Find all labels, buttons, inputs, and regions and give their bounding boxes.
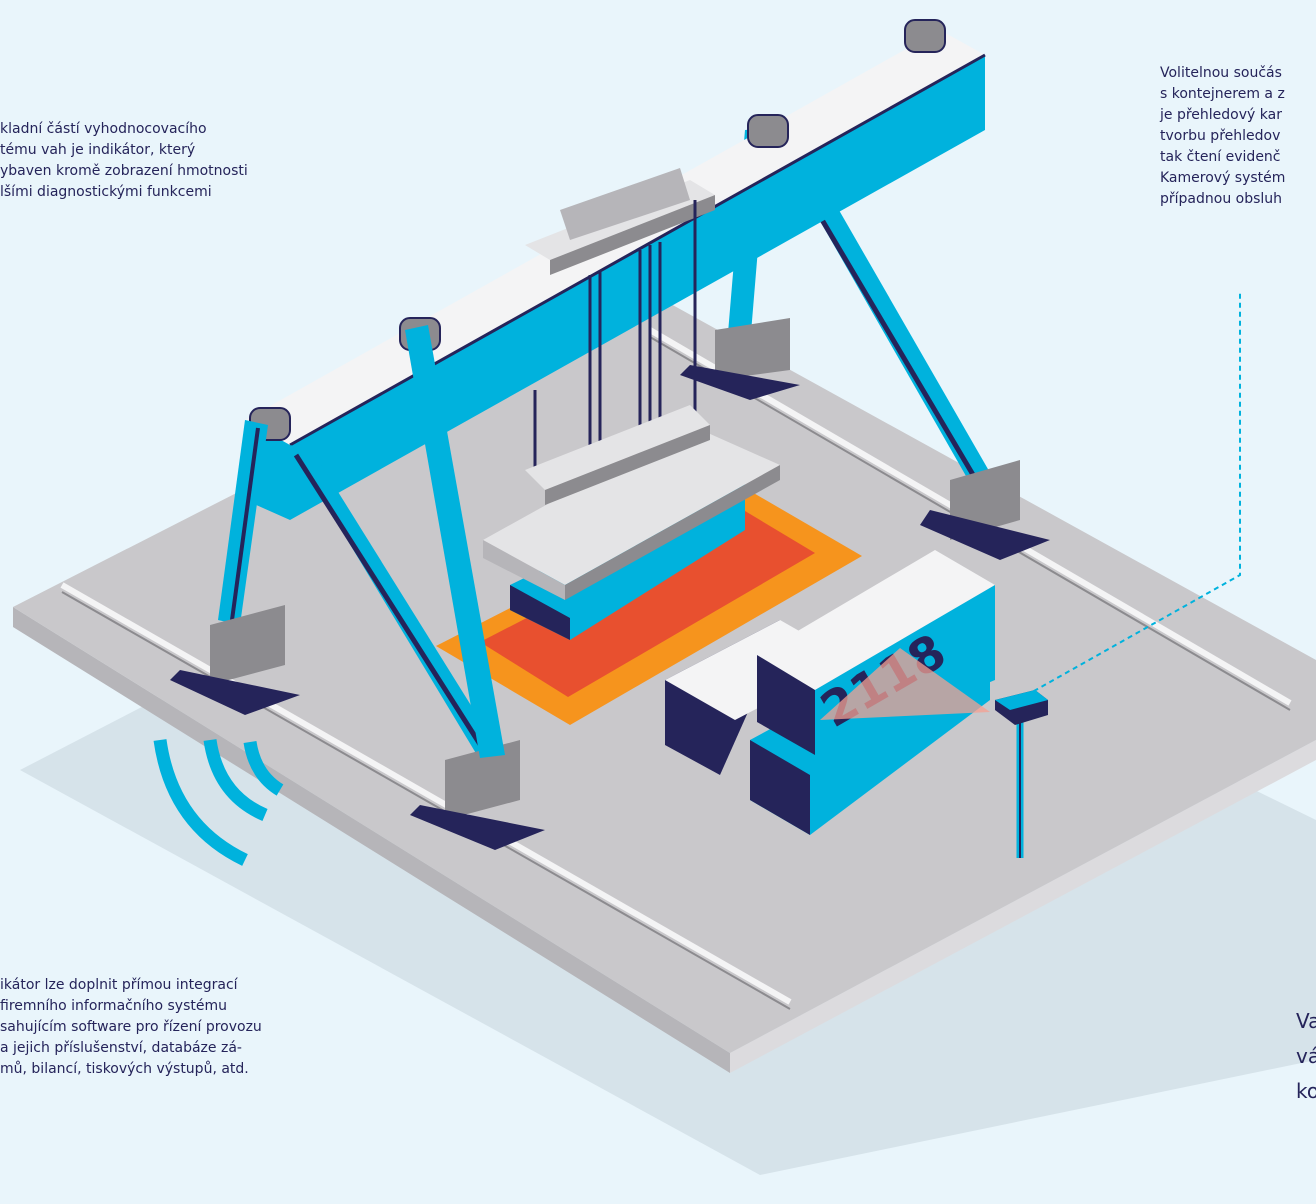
note-line: Kamerový systém	[1160, 170, 1286, 186]
slab-right-face	[730, 740, 1316, 1073]
slab-left-face	[13, 607, 730, 1073]
note-line: vá	[1296, 1044, 1316, 1068]
note-line: a jejich příslušenství, databáze zá-	[0, 1040, 242, 1056]
note-line: je přehledový kar	[1160, 107, 1282, 123]
note-line: firemního informačního systému	[0, 998, 227, 1014]
hoist-cables	[533, 200, 697, 470]
note-integration: ikátor lze doplnit přímou integrací fire…	[0, 975, 262, 1080]
note-line: ikátor lze doplnit přímou integrací	[0, 977, 238, 993]
note-line: Va	[1296, 1009, 1316, 1033]
note-line: ybaven kromě zobrazení hmotnosti	[0, 163, 248, 179]
note-line: Volitelnou součás	[1160, 65, 1282, 81]
wireless-signal-icon	[153, 738, 284, 866]
note-line: sahujícím software pro řízení provozu	[0, 1019, 262, 1035]
note-bottom-right: Va vá ko	[1296, 1004, 1316, 1109]
crane-trolley	[525, 168, 715, 275]
note-line: případnou obsluh	[1160, 191, 1283, 207]
note-line: lšími diagnostickými funkcemi	[0, 184, 212, 200]
note-line: tak čtení evidenč	[1160, 149, 1281, 165]
lifted-container	[483, 405, 780, 640]
note-indicator: kladní částí vyhodnocovacího tému vah je…	[0, 119, 248, 203]
note-line: kladní částí vyhodnocovacího	[0, 121, 207, 137]
camera-icon	[995, 690, 1048, 858]
note-camera-system: Volitelnou součás s kontejnerem a z je p…	[1160, 63, 1285, 210]
camera-beam	[820, 648, 990, 720]
rail-front	[60, 582, 792, 1010]
camera-connector	[1017, 292, 1241, 701]
crane-leg-front-middle	[405, 325, 505, 758]
load-zone-inner	[480, 508, 815, 697]
note-line: tému vah je indikátor, který	[0, 142, 196, 158]
crane-leg-front-left	[170, 420, 545, 850]
note-line: mů, bilancí, tiskových výstupů, atd.	[0, 1061, 249, 1077]
note-line: s kontejnerem a z	[1160, 86, 1285, 102]
note-line: tvorbu přehledov	[1160, 128, 1281, 144]
note-line: ko	[1296, 1079, 1316, 1103]
